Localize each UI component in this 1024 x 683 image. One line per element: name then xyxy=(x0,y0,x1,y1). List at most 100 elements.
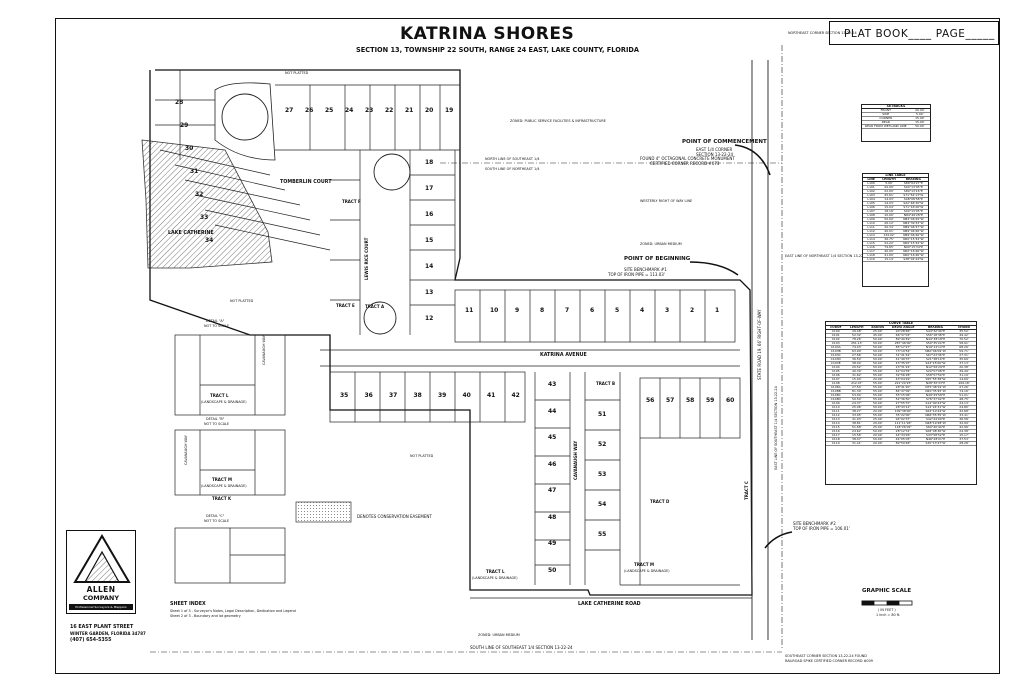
lot-number: 25 xyxy=(325,107,334,114)
table-cell: L111 xyxy=(867,226,875,230)
lot-number: 30 xyxy=(185,145,194,152)
commencement-note-1: EAST 1/4 CORNER xyxy=(696,147,733,152)
detail-b-box xyxy=(174,429,286,496)
detail-a-box xyxy=(174,334,286,416)
lewis-rice-court-label: LEWIS RICE COURT xyxy=(364,237,369,280)
sheet-border xyxy=(55,18,1000,674)
lot-number: 15 xyxy=(425,237,434,244)
ne-corner-label: NORTHEAST CORNER SECTION 13-22-24 xyxy=(788,31,857,35)
table-cell: 25.00' xyxy=(873,330,883,334)
table-row: L106 15.04' S71°16'26"W xyxy=(863,206,928,211)
table-cell: 18.16' xyxy=(884,210,894,214)
table-cell: L104 xyxy=(867,198,875,202)
table-cell: N66°55'35"W xyxy=(925,414,946,418)
zoned-public-label: ZONED: PUBLIC SERVICE FACILITIES & INFRA… xyxy=(510,119,606,123)
table-cell: 25.00' xyxy=(873,418,883,422)
lot-number: 60 xyxy=(726,397,735,404)
curve-table-title: CURVE TABLE xyxy=(826,321,976,327)
table-cell: N89°46'46"W xyxy=(903,230,924,234)
lot-number: 20 xyxy=(425,107,434,114)
table-cell: N84°46'28"E xyxy=(903,214,924,218)
table-cell: C108D xyxy=(830,398,841,402)
table-cell: 49.42' xyxy=(959,334,969,338)
table-cell: 15.00' xyxy=(915,117,925,121)
table-cell: N89°46'37"W xyxy=(903,226,924,230)
table-cell: S71°54'13"W xyxy=(903,194,924,198)
lot-number: 51 xyxy=(598,411,607,418)
table-cell: 27.26' xyxy=(959,386,969,390)
table-cell: 28°12'31" xyxy=(895,430,911,434)
lot-number: 31 xyxy=(190,168,199,175)
plat-book-label: PLAT BOOK____ PAGE_____ xyxy=(844,28,995,40)
table-cell: 24.80' xyxy=(959,406,969,410)
table-cell: 36.58' xyxy=(959,418,969,422)
allen-logo-mark xyxy=(73,534,131,583)
commencement-note-2: SECTION 13-22-24 xyxy=(696,152,734,157)
lot-number: 10 xyxy=(490,307,499,314)
table-cell: CORNER xyxy=(879,117,893,121)
table-cell: C105 xyxy=(831,370,840,374)
table-cell: 42°04'35" xyxy=(895,370,911,374)
east-line-label: EAST LINE OF SOUTHEAST 1/4 SECTION 13-22… xyxy=(774,386,778,470)
table-cell: S58°57'59"E xyxy=(926,374,945,378)
lot-number: 19 xyxy=(445,107,454,114)
table-cell: 38.47' xyxy=(852,438,862,442)
table-cell: 15.04' xyxy=(884,206,894,210)
beginning-arrow xyxy=(689,261,739,276)
table-cell: 74.16' xyxy=(959,390,969,394)
lot-number: 23 xyxy=(365,107,374,114)
table-cell: S89°04'27"E xyxy=(903,182,923,186)
table-cell: C108 xyxy=(831,382,840,386)
table-cell: S71°16'26"W xyxy=(903,206,924,210)
lot-number: 12 xyxy=(425,315,434,322)
table-cell: L116 xyxy=(867,246,875,250)
table-cell: 24.37' xyxy=(852,402,862,406)
table-cell: L106 xyxy=(867,206,875,210)
table-cell: 15.56' xyxy=(852,434,862,438)
tract-e-label: TRACT E xyxy=(336,303,355,308)
table-cell: 58.91' xyxy=(959,342,969,346)
lot-number: 26 xyxy=(305,107,314,114)
table-cell: N89°46'46"W xyxy=(903,234,924,238)
tract-m-detail-label: TRACT M xyxy=(212,477,232,482)
table-cell: L105 xyxy=(867,202,875,206)
table-cell: 31.41' xyxy=(852,442,862,446)
lot-number: 5 xyxy=(615,307,620,314)
table-cell: 25.00' xyxy=(873,426,883,430)
table-row: CORNER 15.00' xyxy=(862,117,930,122)
table-cell: 109.18' xyxy=(958,382,970,386)
plat-book-box: PLAT BOOK____ PAGE_____ xyxy=(829,21,999,45)
north-line-se-label: NORTH LINE OF SOUTHEAST 1/4 xyxy=(485,157,540,161)
south-line-ne-label: SOUTH LINE OF NORTHEAST 1/4 xyxy=(485,167,540,171)
table-cell: 55°15'06" xyxy=(895,394,911,398)
line-table-title: LINE TABLE xyxy=(863,173,928,179)
tract-l-note: (LANDSCAPE & DRAINAGE) xyxy=(472,576,518,580)
table-cell: L118 xyxy=(867,254,875,258)
south-lot-row xyxy=(329,371,526,423)
lot-number: 36 xyxy=(364,392,373,399)
boundary-line xyxy=(149,69,753,596)
detail-b-label: DETAIL "B" xyxy=(206,417,225,421)
table-cell: 51.68' xyxy=(852,426,862,430)
tract-f-label: TRACT F xyxy=(342,199,361,204)
table-cell: N46°28'01"E xyxy=(925,438,946,442)
table-cell: 66°37'03" xyxy=(895,334,911,338)
table-cell: 20.00' xyxy=(873,378,883,382)
allen-company-logo: ALLEN COMPANY Professional Surveyors & M… xyxy=(66,530,136,614)
lot-number: 28 xyxy=(175,99,184,106)
table-cell: C117 xyxy=(831,434,840,438)
table-cell: 50.00' xyxy=(873,338,883,342)
table-cell: 32.68' xyxy=(959,410,969,414)
graphic-scale-ratio: 1 inch = 80 ft. xyxy=(876,613,901,617)
